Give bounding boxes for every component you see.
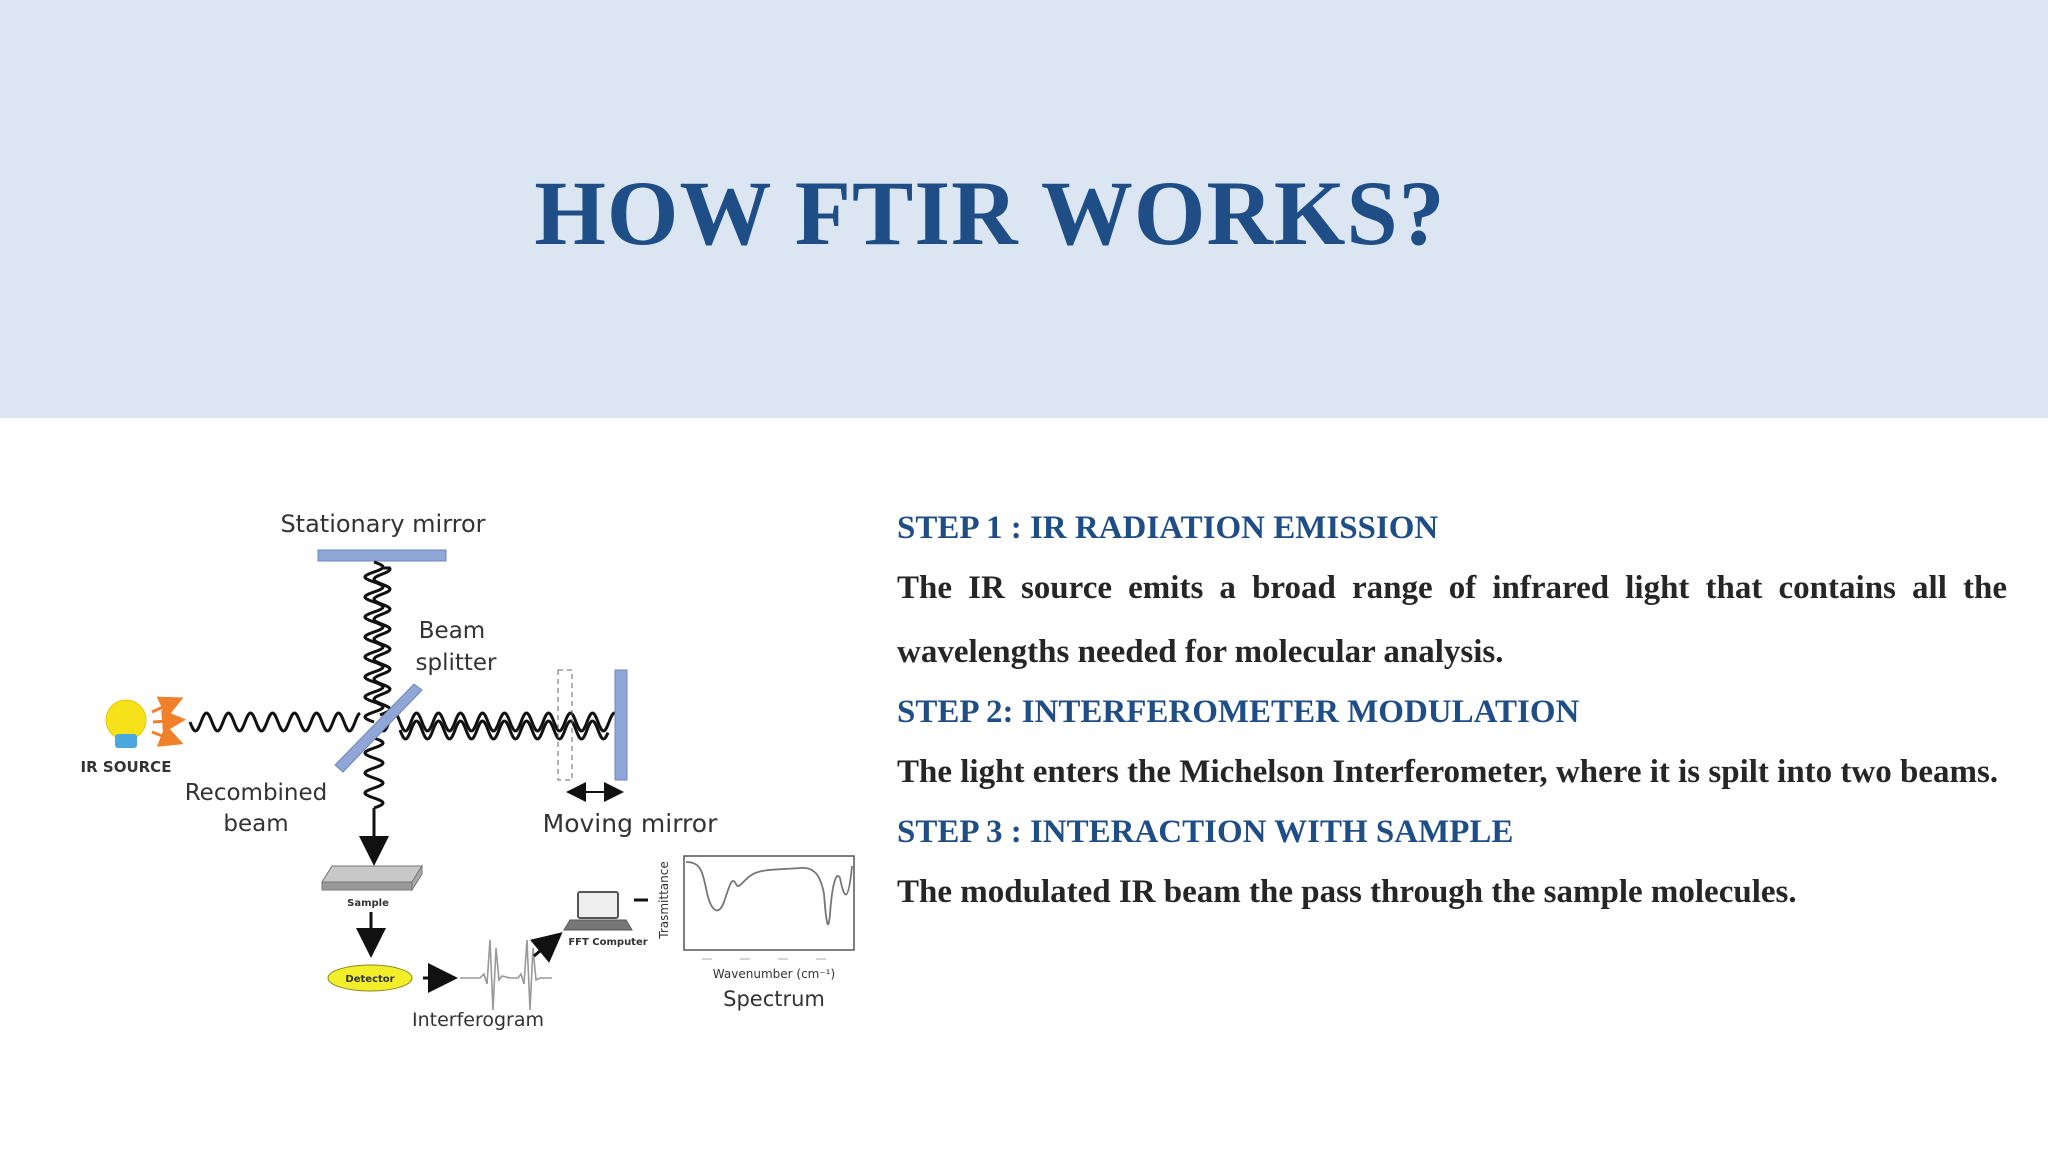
- step-2-text: The light enters the Michelson Interfero…: [897, 754, 1999, 790]
- moving-beam-wave-2: [398, 719, 610, 741]
- fft-computer-screen: [577, 891, 619, 919]
- ir-ray-2: [152, 709, 186, 734]
- spectrum-curve: [685, 861, 853, 926]
- wavenumber-axis-label: Wavenumber (cm⁻¹): [713, 967, 835, 981]
- ir-ray-3: [151, 724, 184, 747]
- beam-wave-vertical-2: [372, 566, 392, 717]
- ftir-diagram: Stationary mirror Beam splitter Moving m…: [60, 490, 880, 1050]
- transmittance-axis-label: Trasmittance: [657, 861, 671, 939]
- detector-label: Detector: [345, 974, 394, 985]
- detector: [327, 964, 413, 992]
- spectrum-plot-frame: [683, 855, 855, 951]
- step-3-title: STEP 3 : INTERACTION WITH SAMPLE: [897, 814, 1514, 850]
- ir-source-label: IR SOURCE: [81, 758, 172, 776]
- moving-mirror: [614, 669, 628, 781]
- moving-mirror-label: Moving mirror: [543, 809, 718, 838]
- beam-splitter-label-1: Beam: [419, 618, 485, 644]
- recombined-label-2: beam: [223, 811, 288, 837]
- beam-wave-vertical: [363, 560, 385, 724]
- stationary-mirror: [317, 549, 447, 562]
- recombined-beam-wave: [363, 736, 385, 810]
- beam-splitter: [334, 683, 423, 773]
- sample-plate-side: [321, 881, 413, 891]
- sample-plate-edge: [411, 864, 423, 892]
- stationary-mirror-label: Stationary mirror: [280, 510, 485, 538]
- beam-splitter-label-2: splitter: [415, 650, 497, 676]
- moving-mirror-ghost: [557, 669, 573, 781]
- step-2-title: STEP 2: INTERFEROMETER MODULATION: [897, 694, 1580, 730]
- ir-source-base: [115, 734, 137, 748]
- step-1-text: The IR source emits a broad range of inf…: [897, 570, 2007, 670]
- slide-title: HOW FTIR WORKS?: [534, 162, 1446, 264]
- fft-computer-label: FFT Computer: [568, 937, 647, 948]
- fft-computer-base: [563, 919, 633, 931]
- sample-label: Sample: [347, 898, 389, 909]
- step-1-title: STEP 1 : IR RADIATION EMISSION: [897, 510, 1439, 546]
- ftir-diagram-svg: Stationary mirror Beam splitter Moving m…: [81, 510, 855, 1031]
- step-3-text: The modulated IR beam the pass through t…: [897, 874, 1797, 910]
- recombined-label-1: Recombined: [185, 780, 328, 806]
- sample-plate-top: [321, 865, 423, 883]
- interferogram-to-computer-arrow: [529, 932, 563, 963]
- ir-ray-1: [151, 696, 184, 719]
- source-beam-wave: [188, 711, 361, 733]
- title-banner: HOW FTIR WORKS?: [0, 0, 2048, 418]
- moving-beam-wave: [376, 711, 615, 733]
- interferogram-signal: [460, 939, 552, 1011]
- spectrum-label: Spectrum: [723, 987, 825, 1011]
- steps-panel: STEP 1 : IR RADIATION EMISSION The IR so…: [897, 500, 2007, 924]
- interferogram-label: Interferogram: [412, 1009, 544, 1031]
